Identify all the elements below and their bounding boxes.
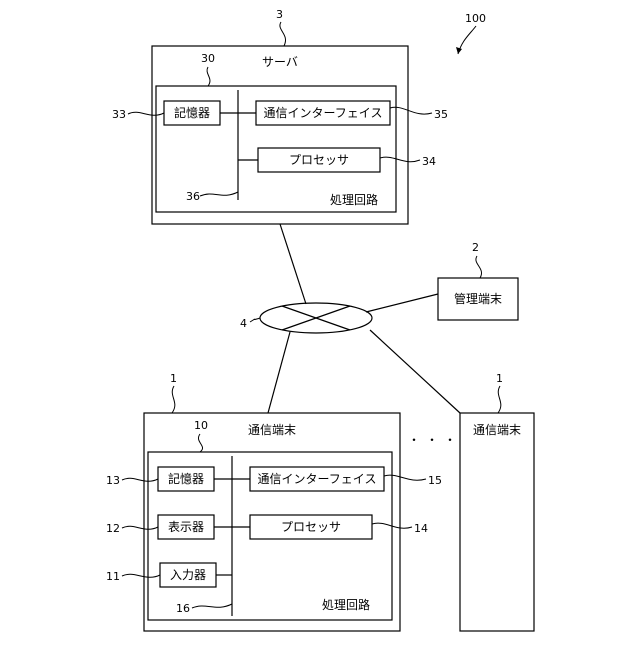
terminal-b-ref-leader: [498, 386, 501, 413]
terminal-a-memory-ref-label: 13: [106, 474, 120, 487]
terminal-a-ref-leader: [172, 386, 175, 413]
server-memory-label: 記憶器: [174, 105, 210, 120]
terminal-a-processor-ref-label: 14: [414, 522, 428, 535]
server-memory-ref-label: 33: [112, 108, 126, 121]
server-title: サーバ: [262, 55, 298, 69]
admin-terminal-ref-leader: [476, 256, 482, 278]
network-ref-leader: [250, 318, 260, 322]
server-circuit-ref-label: 30: [201, 52, 215, 65]
terminal-b-ref-label: 1: [496, 372, 503, 385]
system-ref-arrow-icon: [456, 47, 462, 54]
terminal-b-title: 通信端末: [473, 423, 521, 437]
server-comm-interface-label: 通信インターフェイス: [264, 106, 383, 120]
terminal-a-display-ref-label: 12: [106, 522, 120, 535]
terminal-a-processor-label: プロセッサ: [281, 520, 341, 534]
terminal-a-input-ref-label: 11: [106, 570, 120, 583]
terminal-a-network-link: [268, 332, 290, 413]
system-ref-label: 100: [465, 12, 486, 25]
server-network-link: [280, 224, 306, 304]
terminal-b-network-link: [370, 330, 460, 413]
terminal-b-box: [460, 413, 534, 631]
server-processor-label: プロセッサ: [289, 153, 349, 167]
admin-terminal-label: 管理端末: [454, 291, 502, 306]
server-comm-ref-label: 35: [434, 108, 448, 121]
terminal-a-memory-label: 記憶器: [168, 471, 204, 486]
more-terminals-ellipsis: ・・・: [408, 433, 462, 447]
terminal-a-display-label: 表示器: [168, 520, 204, 534]
admin-network-link: [366, 294, 438, 312]
terminal-a-comm-ref-label: 15: [428, 474, 442, 487]
terminal-a-bus-ref-label: 16: [176, 602, 190, 615]
server-ref-label: 3: [276, 8, 283, 21]
terminal-a-circuit-ref-label: 10: [194, 419, 208, 432]
server-circuit-label: 処理回路: [330, 192, 378, 207]
terminal-a-input-label: 入力器: [170, 568, 206, 582]
terminal-a-ref-label: 1: [170, 372, 177, 385]
terminal-a-circuit-label: 処理回路: [322, 597, 370, 612]
server-bus-ref-label: 36: [186, 190, 200, 203]
admin-terminal-ref-label: 2: [472, 241, 479, 254]
server-processor-ref-label: 34: [422, 155, 436, 168]
terminal-a-title: 通信端末: [248, 423, 296, 437]
network-ref-label: 4: [240, 317, 247, 330]
server-ref-leader: [280, 22, 286, 46]
terminal-a-comm-interface-label: 通信インターフェイス: [258, 472, 377, 486]
